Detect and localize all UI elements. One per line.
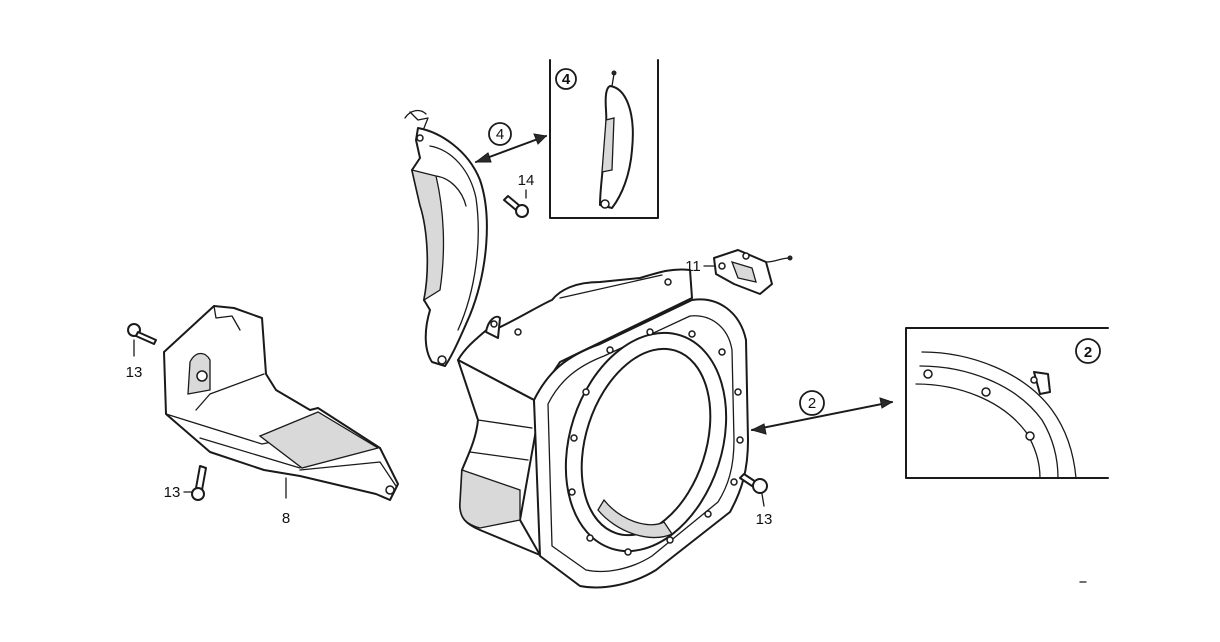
- inset-2-number: 2: [1084, 344, 1092, 361]
- detail-inset-2: 2: [905, 327, 1109, 479]
- detail-inset-4: 4: [549, 59, 659, 219]
- part-8-label: 8: [282, 510, 290, 527]
- inset-4-bracket-detail: [599, 70, 634, 209]
- inset-2-flange-detail: [915, 351, 1077, 479]
- inset-4-number: 4: [562, 71, 571, 88]
- callout-4-number: 4: [496, 126, 504, 143]
- screw-13-top-left: 13: [126, 323, 157, 381]
- screw-13-right: 13: [739, 473, 773, 528]
- fan-shroud-main: [457, 268, 749, 589]
- part-13-right-label: 13: [756, 511, 773, 528]
- callout-2-arrow: 2: [750, 390, 894, 435]
- screw-13-bottom-left: 13: [164, 465, 207, 501]
- callout-4-arrow: 4: [474, 122, 548, 163]
- inset-2-callout: 2: [1075, 338, 1101, 364]
- lower-guard-8: 8: [163, 305, 399, 527]
- screw-14: 14: [503, 172, 535, 218]
- callout-2-number: 2: [808, 395, 816, 412]
- part-14-label: 14: [518, 172, 535, 189]
- part-13-bottom-left-label: 13: [164, 484, 181, 501]
- inset-4-callout: 4: [555, 68, 577, 90]
- part-13-top-left-label: 13: [126, 364, 143, 381]
- connector-11: 11: [685, 249, 793, 295]
- curved-baffle-part: [404, 109, 488, 367]
